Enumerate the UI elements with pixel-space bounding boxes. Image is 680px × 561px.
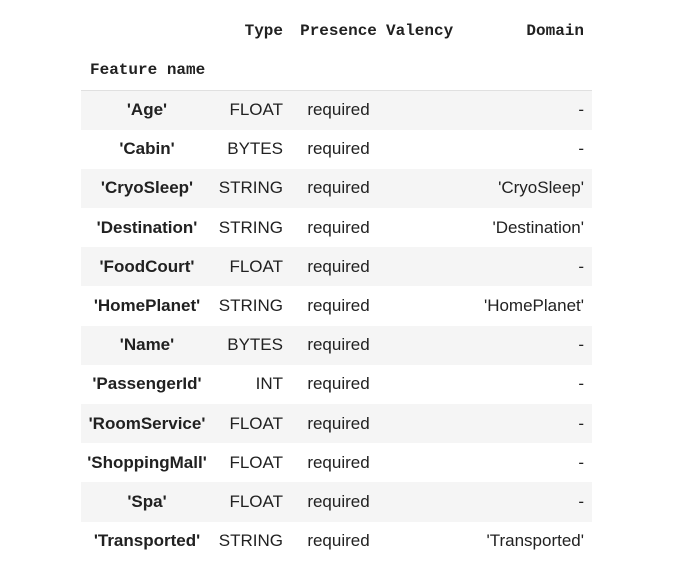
domain-cell: 'Destination'	[492, 217, 584, 237]
presence-cell: required	[307, 178, 370, 198]
schema-table: Type Presence Valency Domain Feature nam…	[81, 12, 592, 561]
domain-cell: -	[578, 139, 584, 159]
feature-name-cell: 'PassengerId'	[92, 374, 202, 394]
feature-name-cell: 'Cabin'	[119, 139, 175, 159]
type-cell: STRING	[218, 296, 283, 316]
feature-name-cell: 'ShoppingMall'	[87, 452, 207, 472]
presence-cell: required	[307, 256, 370, 276]
type-cell: FLOAT	[229, 491, 283, 511]
table-row: 'PassengerId' INT required -	[81, 365, 592, 404]
type-cell: INT	[255, 374, 283, 394]
column-header-row: Type Presence Valency Domain	[81, 12, 592, 50]
presence-cell: required	[291, 89, 386, 130]
table-row: 'Spa' FLOAT required -	[81, 482, 592, 522]
valency-cell	[386, 286, 466, 325]
table-row: 'RoomService' FLOAT required -	[81, 404, 592, 444]
valency-cell	[386, 326, 466, 365]
index-header-feature-name: Feature name	[90, 61, 206, 79]
column-header-presence: Presence	[300, 22, 377, 40]
type-cell: STRING	[218, 531, 283, 551]
table-row: 'Transported' STRING required 'Transport…	[81, 522, 592, 561]
type-cell: FLOAT	[213, 89, 291, 130]
type-cell: FLOAT	[229, 413, 283, 433]
domain-cell: -	[466, 89, 592, 130]
valency-cell	[386, 404, 466, 443]
feature-name-cell: 'Spa'	[127, 491, 167, 511]
header-blank	[81, 12, 213, 50]
table-row: 'HomePlanet' STRING required 'HomePlanet…	[81, 286, 592, 325]
valency-cell	[386, 365, 466, 404]
valency-cell	[386, 522, 466, 561]
table-row: 'Cabin' BYTES required -	[81, 130, 592, 169]
domain-cell: -	[578, 452, 584, 472]
feature-name-cell: 'HomePlanet'	[93, 296, 201, 316]
table-row: 'FoodCourt' FLOAT required -	[81, 247, 592, 287]
table-row: 'ShoppingMall' FLOAT required -	[81, 443, 592, 482]
valency-cell	[386, 443, 466, 482]
feature-name-cell: 'RoomService'	[88, 413, 206, 433]
domain-cell: 'HomePlanet'	[483, 296, 584, 316]
type-cell: BYTES	[227, 139, 283, 159]
table-row: 'Age' FLOAT required -	[81, 89, 592, 130]
domain-cell: -	[578, 374, 584, 394]
valency-cell	[386, 130, 466, 169]
valency-cell	[386, 482, 466, 521]
feature-name-cell: 'FoodCourt'	[99, 256, 195, 276]
presence-cell: required	[307, 217, 370, 237]
schema-table-body: 'Age' FLOAT required - 'Cabin' BYTES req…	[81, 89, 592, 561]
table-row: 'Destination' STRING required 'Destinati…	[81, 208, 592, 247]
presence-cell: required	[307, 374, 370, 394]
column-header-domain: Domain	[526, 22, 584, 40]
presence-cell: required	[307, 452, 370, 472]
valency-cell	[386, 89, 466, 130]
feature-name-cell: 'Transported'	[93, 531, 201, 551]
table-row: 'CryoSleep' STRING required 'CryoSleep'	[81, 168, 592, 209]
column-header-type: Type	[244, 22, 283, 40]
index-header-row: Feature name	[81, 50, 592, 91]
feature-name-cell: 'Age'	[81, 89, 213, 130]
type-cell: STRING	[218, 178, 283, 198]
feature-name-cell: 'CryoSleep'	[100, 178, 194, 198]
valency-cell	[386, 169, 466, 208]
presence-cell: required	[307, 139, 370, 159]
presence-cell: required	[307, 335, 370, 355]
domain-cell: -	[578, 491, 584, 511]
valency-cell	[386, 247, 466, 286]
valency-cell	[386, 208, 466, 247]
feature-name-cell: 'Destination'	[96, 217, 198, 237]
domain-cell: 'CryoSleep'	[498, 178, 584, 198]
presence-cell: required	[307, 491, 370, 511]
type-cell: FLOAT	[229, 452, 283, 472]
presence-cell: required	[307, 413, 370, 433]
type-cell: FLOAT	[229, 256, 283, 276]
presence-cell: required	[307, 531, 370, 551]
table-row: 'Name' BYTES required -	[81, 325, 592, 365]
domain-cell: -	[578, 413, 584, 433]
feature-name-cell: 'Name'	[119, 335, 175, 355]
column-header-valency: Valency	[386, 22, 454, 40]
domain-cell: -	[578, 335, 584, 355]
presence-cell: required	[307, 296, 370, 316]
domain-cell: 'Transported'	[486, 531, 584, 551]
type-cell: BYTES	[227, 335, 283, 355]
domain-cell: -	[578, 256, 584, 276]
type-cell: STRING	[218, 217, 283, 237]
